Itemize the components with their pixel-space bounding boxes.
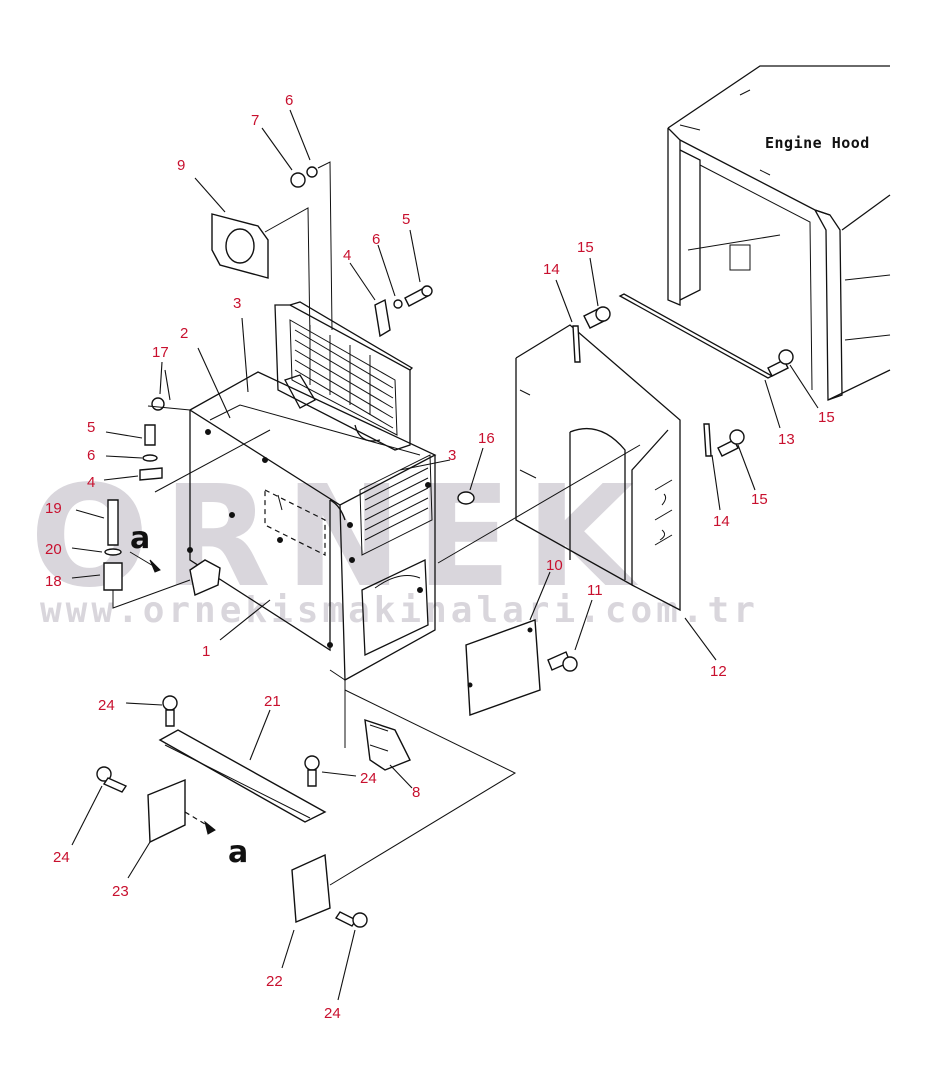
callout-8: 8 xyxy=(412,784,420,801)
callout-22: 22 xyxy=(266,973,283,990)
callout-14-top: 14 xyxy=(543,261,560,278)
watermark: ORNEK www.ornekismakinalari.com.tr xyxy=(30,456,759,631)
callout-4-upper: 4 xyxy=(343,247,351,264)
engine-hood xyxy=(667,65,891,401)
bolt-5-left xyxy=(144,424,156,446)
bracket-4-upper xyxy=(374,298,391,338)
callout-9: 9 xyxy=(177,157,185,174)
callout-6-upper: 6 xyxy=(372,231,380,248)
washer-20 xyxy=(104,548,122,556)
callout-3-mid: 3 xyxy=(448,447,456,464)
bracket-4-left xyxy=(139,467,163,481)
bolt-15-mid xyxy=(717,429,745,457)
bolt-11 xyxy=(547,651,578,672)
callout-13: 13 xyxy=(778,431,795,448)
watermark-url: www.ornekismakinalari.com.tr xyxy=(40,590,759,631)
callout-24-d: 24 xyxy=(324,1005,341,1022)
bolt-24-c xyxy=(96,766,128,793)
side-panel xyxy=(515,324,681,612)
leader-lines xyxy=(71,109,819,1001)
nut-7 xyxy=(290,172,306,188)
callout-18: 18 xyxy=(45,573,62,590)
top-grille xyxy=(274,301,414,451)
bolt-24-a xyxy=(162,695,178,727)
rod-part xyxy=(618,293,774,379)
bolt-15-top xyxy=(583,306,611,329)
washer-6-left xyxy=(142,454,158,462)
cover-plate xyxy=(465,619,541,716)
callout-numbers: 6 7 9 4 6 5 3 2 17 5 6 4 19 20 18 3 16 1… xyxy=(45,92,835,1022)
plug-17 xyxy=(151,397,165,411)
watermark-brand: ORNEK xyxy=(30,456,648,619)
callout-2: 2 xyxy=(180,325,188,342)
callout-14-mid: 14 xyxy=(713,513,730,530)
view-a-marker-upper: a xyxy=(130,521,150,556)
callout-17: 17 xyxy=(152,344,169,361)
callout-15-right: 15 xyxy=(818,409,835,426)
callout-5-upper: 5 xyxy=(402,211,410,228)
spacer-18 xyxy=(103,562,123,591)
callout-11: 11 xyxy=(587,582,603,599)
mount-bracket xyxy=(189,559,221,596)
callout-24-c: 24 xyxy=(53,849,70,866)
callout-24-a: 24 xyxy=(98,697,115,714)
radiator-guard xyxy=(187,371,437,682)
callout-3-top: 3 xyxy=(233,295,241,312)
callout-24-b: 24 xyxy=(360,770,377,787)
bolt-15-right xyxy=(767,349,794,377)
callout-12: 12 xyxy=(710,663,727,680)
bolt-24-d xyxy=(334,911,368,928)
callout-20: 20 xyxy=(45,541,62,558)
washer-6-upper xyxy=(393,299,403,309)
plate-23 xyxy=(147,778,186,844)
callout-15-mid: 15 xyxy=(751,491,768,508)
pin-14-mid xyxy=(703,423,712,457)
callout-23: 23 xyxy=(112,883,129,900)
washer-6-top xyxy=(306,166,318,178)
callout-15-top: 15 xyxy=(577,239,594,256)
view-a-marker-lower: a xyxy=(228,835,248,870)
plate-22 xyxy=(291,853,331,924)
bolt-19 xyxy=(107,499,119,546)
callout-7: 7 xyxy=(251,112,259,129)
callout-10: 10 xyxy=(546,557,563,574)
callout-6-top: 6 xyxy=(285,92,293,109)
callout-5-left: 5 xyxy=(87,419,95,436)
bolt-24-b xyxy=(304,755,320,787)
support-plate xyxy=(158,729,327,823)
plate-8 xyxy=(364,718,411,771)
callout-6-left: 6 xyxy=(87,447,95,464)
seal-plate xyxy=(211,213,269,279)
engine-hood-label: Engine Hood xyxy=(765,134,870,152)
callout-21: 21 xyxy=(264,693,281,710)
callout-16: 16 xyxy=(478,430,495,447)
callout-1: 1 xyxy=(202,643,210,660)
callout-4-left: 4 xyxy=(87,474,95,491)
rubber-cap xyxy=(457,491,475,505)
pin-14-top xyxy=(572,325,581,363)
callout-19: 19 xyxy=(45,500,62,517)
